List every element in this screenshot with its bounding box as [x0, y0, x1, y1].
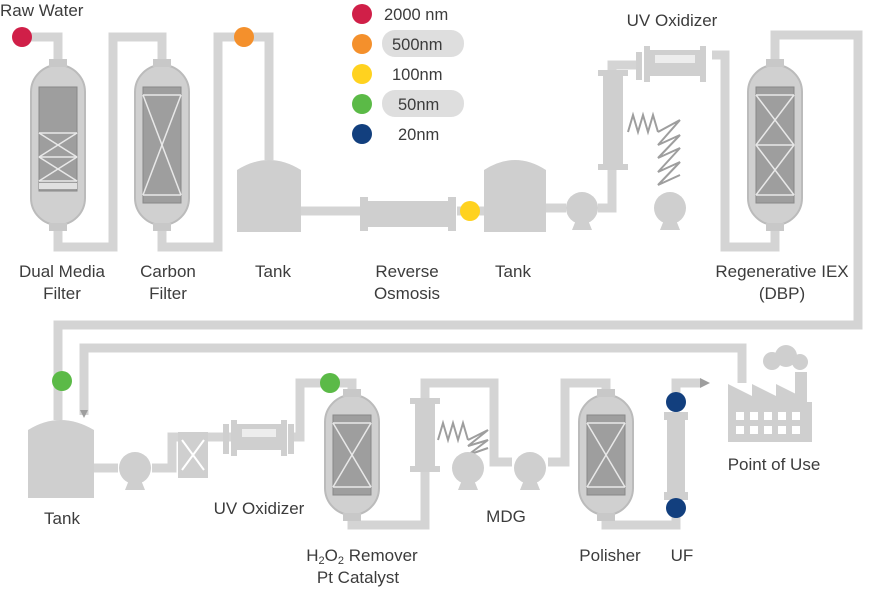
legend-dot-500: [352, 34, 372, 54]
arrow-to-tank3: [80, 410, 88, 418]
label-point-of-use: Point of Use: [728, 455, 821, 474]
tank-3: [28, 420, 94, 498]
h2o2-remover: [324, 389, 380, 521]
legend-dot-20: [352, 124, 372, 144]
indicator-50nm-tank3: [52, 371, 72, 391]
label-dual-media-1: Dual Media: [19, 262, 106, 281]
label-carbon-2: Filter: [149, 284, 187, 303]
pipe-h2o2-to-mdg: [347, 378, 512, 530]
legend-label-50: 50nm: [398, 96, 439, 114]
indicator-20nm-uf-top: [666, 392, 686, 412]
label-mdg: MDG: [486, 507, 526, 526]
ultrafiltration: [664, 412, 688, 500]
legend-label-100: 100nm: [392, 66, 442, 84]
label-h2o2-1: H2O2 Remover: [306, 546, 418, 567]
label-ro-1: Reverse: [375, 262, 438, 281]
pipe-mdg-to-polisher: [548, 378, 611, 467]
h2o2-sub1: 2: [319, 555, 325, 567]
pipe-dualmedia-to-carbon: [53, 32, 167, 252]
pipe-return-loop: [79, 343, 747, 415]
pipe-iex-top: [53, 30, 863, 420]
h2o2-h: H: [306, 546, 318, 565]
tank-2: [484, 160, 546, 232]
label-tank-1: Tank: [255, 262, 291, 281]
heat-coil-icon: [627, 111, 681, 186]
indicator-500nm-carbon: [234, 27, 254, 47]
label-polisher: Polisher: [579, 546, 641, 565]
label-ro-2: Osmosis: [374, 284, 440, 303]
pump-icon: [452, 452, 484, 490]
indicator-100nm-ro: [460, 201, 480, 221]
indicator-50nm-h2o2: [320, 373, 340, 393]
legend-highlight-50: [382, 90, 464, 117]
legend-label-500: 500nm: [392, 36, 442, 54]
legend-dot-100: [352, 64, 372, 84]
heat-exchanger-1: [598, 70, 628, 170]
legend-dot-50: [352, 94, 372, 114]
pipes: [22, 30, 863, 530]
label-carbon-1: Carbon: [140, 262, 196, 281]
uv-oxidizer-2: [223, 420, 294, 456]
heat-exchanger-2: [410, 398, 440, 472]
h2o2-sub2: 2: [338, 555, 344, 567]
legend-highlight-500: [382, 30, 464, 57]
arrow-to-pou: [700, 378, 710, 388]
indicator-2000nm-raw: [12, 27, 32, 47]
h2o2-o: O: [325, 546, 338, 565]
reverse-osmosis: [360, 197, 456, 231]
label-dual-media-2: Filter: [43, 284, 81, 303]
pump-icon: [566, 192, 598, 230]
valve-icon: [178, 432, 208, 478]
uv-oxidizer-1: [636, 46, 706, 82]
legend-label-20: 20nm: [398, 126, 439, 144]
legend: 2000 nm 500nm 100nm 50nm 20nm: [352, 4, 464, 144]
pipe-carbon-to-tank1: [157, 32, 274, 252]
legend-label-2000: 2000 nm: [384, 6, 448, 24]
pipe-uv2-to-h2o2: [291, 378, 357, 442]
label-h2o2-2: Pt Catalyst: [317, 568, 399, 587]
factory-icon: [728, 345, 812, 442]
label-iex-1: Regenerative IEX: [715, 262, 848, 281]
label-tank-2: Tank: [495, 262, 531, 281]
heat-coil-icon: [437, 419, 489, 456]
label-uv-1: UV Oxidizer: [627, 11, 718, 30]
indicator-20nm-uf-bottom: [666, 498, 686, 518]
tank-1: [237, 160, 301, 232]
label-uf: UF: [671, 546, 694, 565]
pump-icon: [514, 452, 546, 490]
carbon-filter: [134, 59, 190, 231]
pipe-uv1-to-iex: [712, 50, 780, 252]
labels: Raw Water Dual Media Filter Carbon Filte…: [0, 1, 849, 587]
label-raw-water: Raw Water: [0, 1, 84, 20]
legend-dot-2000: [352, 4, 372, 24]
pump-icon: [654, 192, 686, 230]
polisher: [578, 389, 634, 521]
label-tank-3: Tank: [44, 509, 80, 528]
regenerative-iex: [747, 59, 803, 231]
h2o2-rest: Remover: [344, 546, 418, 565]
dual-media-filter: [30, 59, 86, 231]
label-iex-2: (DBP): [759, 284, 805, 303]
pump-icon: [119, 452, 151, 490]
pipe-raw-to-dualmedia: [22, 32, 63, 68]
label-uv-2: UV Oxidizer: [214, 499, 305, 518]
